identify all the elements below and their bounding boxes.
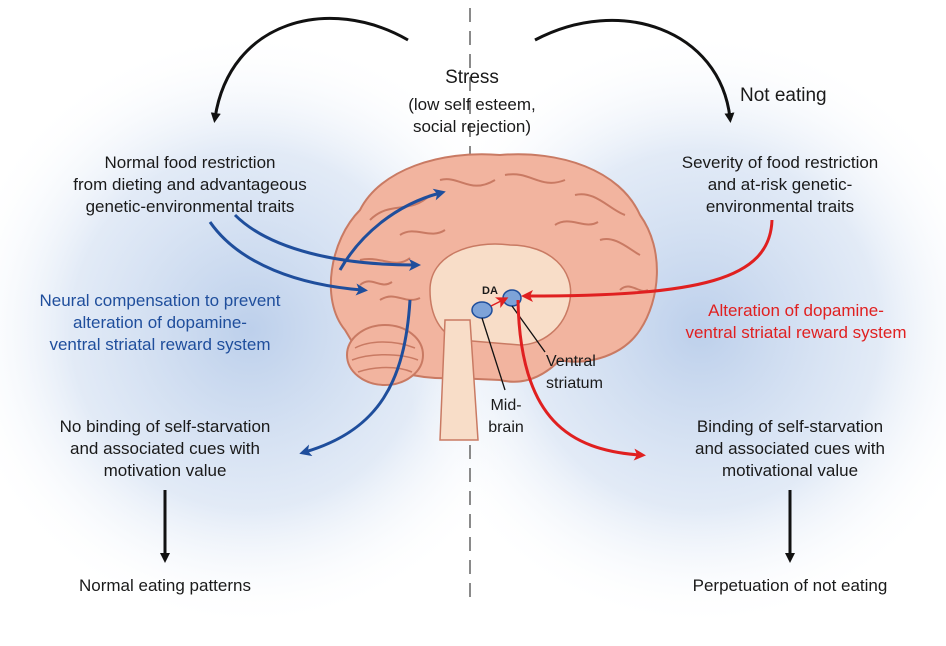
blue-arrow-1	[208, 221, 368, 296]
left-middle-line1: Neural compensation to prevent	[39, 291, 281, 310]
red-arrow-in	[521, 219, 774, 302]
ventral-striatum-line2: striatum	[546, 375, 603, 392]
blue-arrow-3	[338, 188, 446, 271]
blue-arrow-2	[233, 213, 421, 271]
right-top-line1: Severity of food restriction	[681, 153, 879, 172]
left-lower-line3: motivation value	[103, 461, 227, 480]
stress-detail-line1: (low self esteem,	[408, 95, 536, 114]
right-lower-line2: and associated cues with	[695, 439, 885, 458]
ventral-striatum-line1: Ventral	[546, 353, 596, 370]
left-top-line2: from dieting and advantageous	[73, 175, 307, 194]
right-lower-line1: Binding of self-starvation	[696, 417, 884, 436]
da-label: DA	[482, 285, 498, 297]
stress-to-left-arrow	[210, 16, 409, 123]
stress-title: Stress	[445, 67, 499, 88]
stress-detail-line2: social rejection)	[412, 117, 532, 136]
left-outcome: Normal eating patterns	[79, 576, 251, 595]
midbrain-line1: Mid-	[490, 397, 522, 414]
left-top-line3: genetic-environmental traits	[85, 197, 295, 216]
red-arrow-out	[516, 299, 646, 461]
right-top-line2: and at-risk genetic-	[707, 175, 853, 194]
midbrain-structure	[471, 301, 493, 319]
right-middle-line1: Alteration of dopamine-	[708, 301, 884, 320]
left-middle-line3: ventral striatal reward system	[49, 335, 271, 354]
right-top-line3: environmental traits	[705, 197, 855, 216]
right-lower-line3: motivational value	[721, 461, 859, 480]
not-eating-label: Not eating	[740, 85, 827, 106]
left-lower-line1: No binding of self-starvation	[59, 417, 271, 436]
left-middle-line2: alteration of dopamine-	[73, 313, 247, 332]
stress-to-right-arrow	[534, 18, 735, 123]
midbrain-line2: brain	[488, 419, 524, 436]
right-outcome: Perpetuation of not eating	[692, 576, 888, 595]
brain-illustration	[329, 153, 658, 441]
blue-arrow-down	[299, 299, 412, 457]
left-top-line1: Normal food restriction	[104, 153, 276, 172]
left-lower-line2: and associated cues with	[70, 439, 260, 458]
right-middle-line2: ventral striatal reward system	[685, 323, 907, 342]
